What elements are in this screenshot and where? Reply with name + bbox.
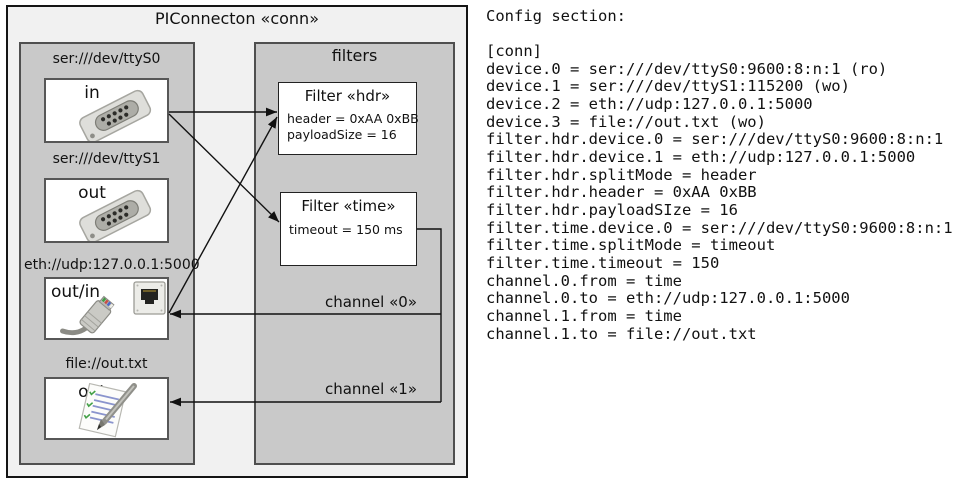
device-direction: out xyxy=(78,382,106,402)
device-box-eth: out/in xyxy=(44,277,169,340)
device-direction: in xyxy=(84,83,100,103)
config-line: filter.hdr.device.0 = ser:///dev/ttyS0:9… xyxy=(486,130,944,149)
config-line: device.0 = ser:///dev/ttyS0:9600:8:n:1 (… xyxy=(486,59,888,78)
config-line: channel.1.from = time xyxy=(486,306,682,325)
config-line: filter.time.timeout = 150 xyxy=(486,253,720,272)
config-line: channel.0.from = time xyxy=(486,271,682,290)
config-line: channel.1.to = file://out.txt xyxy=(486,324,757,343)
device-box-ttyS0: in xyxy=(44,78,169,143)
filter-box-hdr: Filter «hdr» header = 0xAA 0xBB payloadS… xyxy=(278,82,419,155)
config-line: filter.hdr.device.1 = eth://udp:127.0.0.… xyxy=(486,147,916,166)
filter-box-time: Filter «time» timeout = 150 ms xyxy=(280,192,417,266)
device-box-ttyS1: out xyxy=(44,178,169,243)
device-label-file: file://out.txt xyxy=(65,356,148,372)
config-heading: Config section: xyxy=(486,7,626,25)
config-line: device.1 = ser:///dev/ttyS1:115200 (wo) xyxy=(486,77,850,96)
config-line: filter.hdr.splitMode = header xyxy=(486,165,757,184)
filter-title: Filter «time» xyxy=(301,197,396,215)
channel-0-label: channel «0» xyxy=(324,293,417,311)
config-line: filter.time.splitMode = timeout xyxy=(486,236,776,255)
config-line: [conn] xyxy=(486,42,542,60)
filter-attributes: header = 0xAA 0xBB payloadSize = 16 xyxy=(287,111,419,143)
filter-title: Filter «hdr» xyxy=(304,87,391,105)
device-box-file: out xyxy=(44,377,169,440)
channel-1-label: channel «1» xyxy=(324,380,417,398)
filters-title: filters xyxy=(331,46,378,65)
device-direction: out xyxy=(78,183,106,203)
device-label-ttyS1: ser:///dev/ttyS1 xyxy=(52,151,161,167)
config-line: filter.time.device.0 = ser:///dev/ttyS0:… xyxy=(486,218,953,237)
config-line: filter.hdr.payloadSIze = 16 xyxy=(486,200,738,219)
device-direction: out/in xyxy=(51,282,101,302)
config-line: device.3 = file://out.txt (wo) xyxy=(486,112,766,131)
device-label-ttyS0: ser:///dev/ttyS0 xyxy=(52,51,161,67)
filter-attr: header = 0xAA 0xBB xyxy=(287,111,419,126)
device-label-eth: eth://udp:127.0.0.1:5000 xyxy=(24,257,200,273)
filter-attr: timeout = 150 ms xyxy=(289,222,403,237)
config-lines: [conn]device.0 = ser:///dev/ttyS0:9600:8… xyxy=(486,42,953,343)
config-line: filter.hdr.header = 0xAA 0xBB xyxy=(486,183,757,202)
config-panel: Config section: [conn]device.0 = ser:///… xyxy=(486,0,964,484)
config-line: channel.0.to = eth://udp:127.0.0.1:5000 xyxy=(486,289,850,308)
filter-attr: payloadSize = 16 xyxy=(287,127,397,142)
filter-attributes: timeout = 150 ms xyxy=(289,222,403,238)
diagram-title: PIConnecton «conn» xyxy=(155,9,319,28)
config-line: device.2 = eth://udp:127.0.0.1:5000 xyxy=(486,94,813,113)
